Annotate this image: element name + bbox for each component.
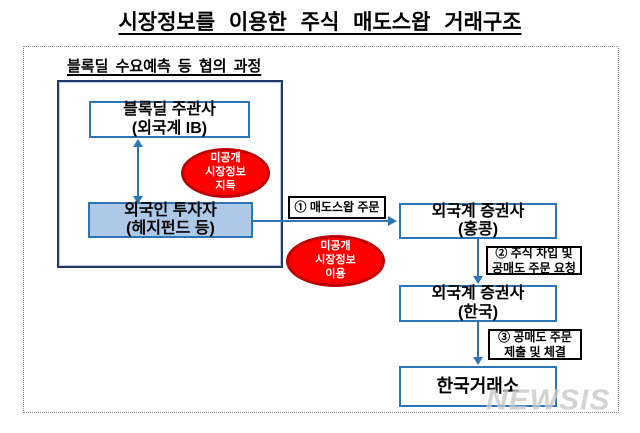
group-process-label: 블록딜 수요예측 등 협의 과정 — [67, 58, 262, 75]
ellipse-label-line: 미공개 — [320, 240, 351, 253]
node-label-line: 한국거래소 — [436, 376, 520, 397]
node-foreign-broker-hongkong: 외국계 증권사 (홍콩) — [399, 203, 557, 239]
step1-sell-swap-order-label: ① 매도스왑 주문 — [288, 196, 386, 219]
node-block-deal-arranger: 블록딜 주관사 (외국계 IB) — [89, 101, 250, 138]
ellipse-undisclosed-info-used: 미공개 시장정보 이용 — [286, 235, 385, 287]
node-label-line: 블록딜 주관사 — [123, 101, 216, 119]
node-label-line: 외국계 증권사 — [431, 285, 525, 303]
diagram-outer-frame — [23, 46, 619, 413]
newsis-watermark: NEWSIS — [486, 384, 611, 417]
step2-stock-borrow-label: ② 주식 차입 및 공매도 주문 요청 — [486, 246, 582, 275]
negotiation-group-box — [57, 80, 283, 268]
arrow-shaft-hk-kr — [477, 239, 479, 278]
arrowhead-down-icon — [133, 196, 143, 204]
ellipse-undisclosed-info-acquired: 미공개 시장정보 지득 — [181, 148, 270, 198]
arrowhead-down-icon — [473, 357, 483, 365]
step-label-line: 제출 및 체결 — [504, 344, 566, 359]
node-foreign-investor: 외국인 투자자 (헤지펀드 등) — [88, 202, 253, 238]
arrow-shaft-kr-exchange — [477, 322, 479, 359]
node-label-line: (외국계 IB) — [131, 119, 208, 137]
step-label-line: ③ 공매도 주문 — [498, 330, 572, 345]
page-title: 시장정보를 이용한 주식 매도스왑 거래구조 — [118, 11, 522, 34]
step3-short-sale-order-label: ③ 공매도 주문 제출 및 체결 — [488, 329, 582, 360]
node-label-line: (홍콩) — [457, 221, 499, 238]
node-label-line: (한국) — [457, 303, 499, 321]
step-label-line: ① 매도스왑 주문 — [294, 200, 380, 215]
arrow-shaft-arranger-investor — [137, 146, 139, 197]
ellipse-label-line: 시장정보 — [205, 166, 246, 179]
ellipse-label-line: 지득 — [215, 179, 236, 192]
ellipse-label-line: 이용 — [325, 267, 346, 280]
step-label-line: ② 주식 차입 및 — [495, 246, 573, 261]
node-label-line: 외국인 투자자 — [124, 201, 217, 219]
arrow-shaft-investor-hk — [253, 220, 390, 222]
ellipse-label-line: 미공개 — [210, 152, 241, 165]
node-label-line: (헤지펀드 등) — [126, 220, 215, 237]
node-label-line: 외국계 증권사 — [431, 202, 525, 220]
node-korea-exchange: 한국거래소 — [399, 366, 557, 407]
ellipse-label-line: 시장정보 — [315, 254, 356, 267]
arrowhead-down-icon — [473, 276, 483, 284]
arrowhead-up-icon — [133, 139, 143, 147]
arrowhead-right-icon — [388, 216, 397, 226]
step-label-line: 공매도 주문 요청 — [492, 260, 576, 275]
node-foreign-broker-korea: 외국계 증권사 (한국) — [399, 285, 557, 322]
